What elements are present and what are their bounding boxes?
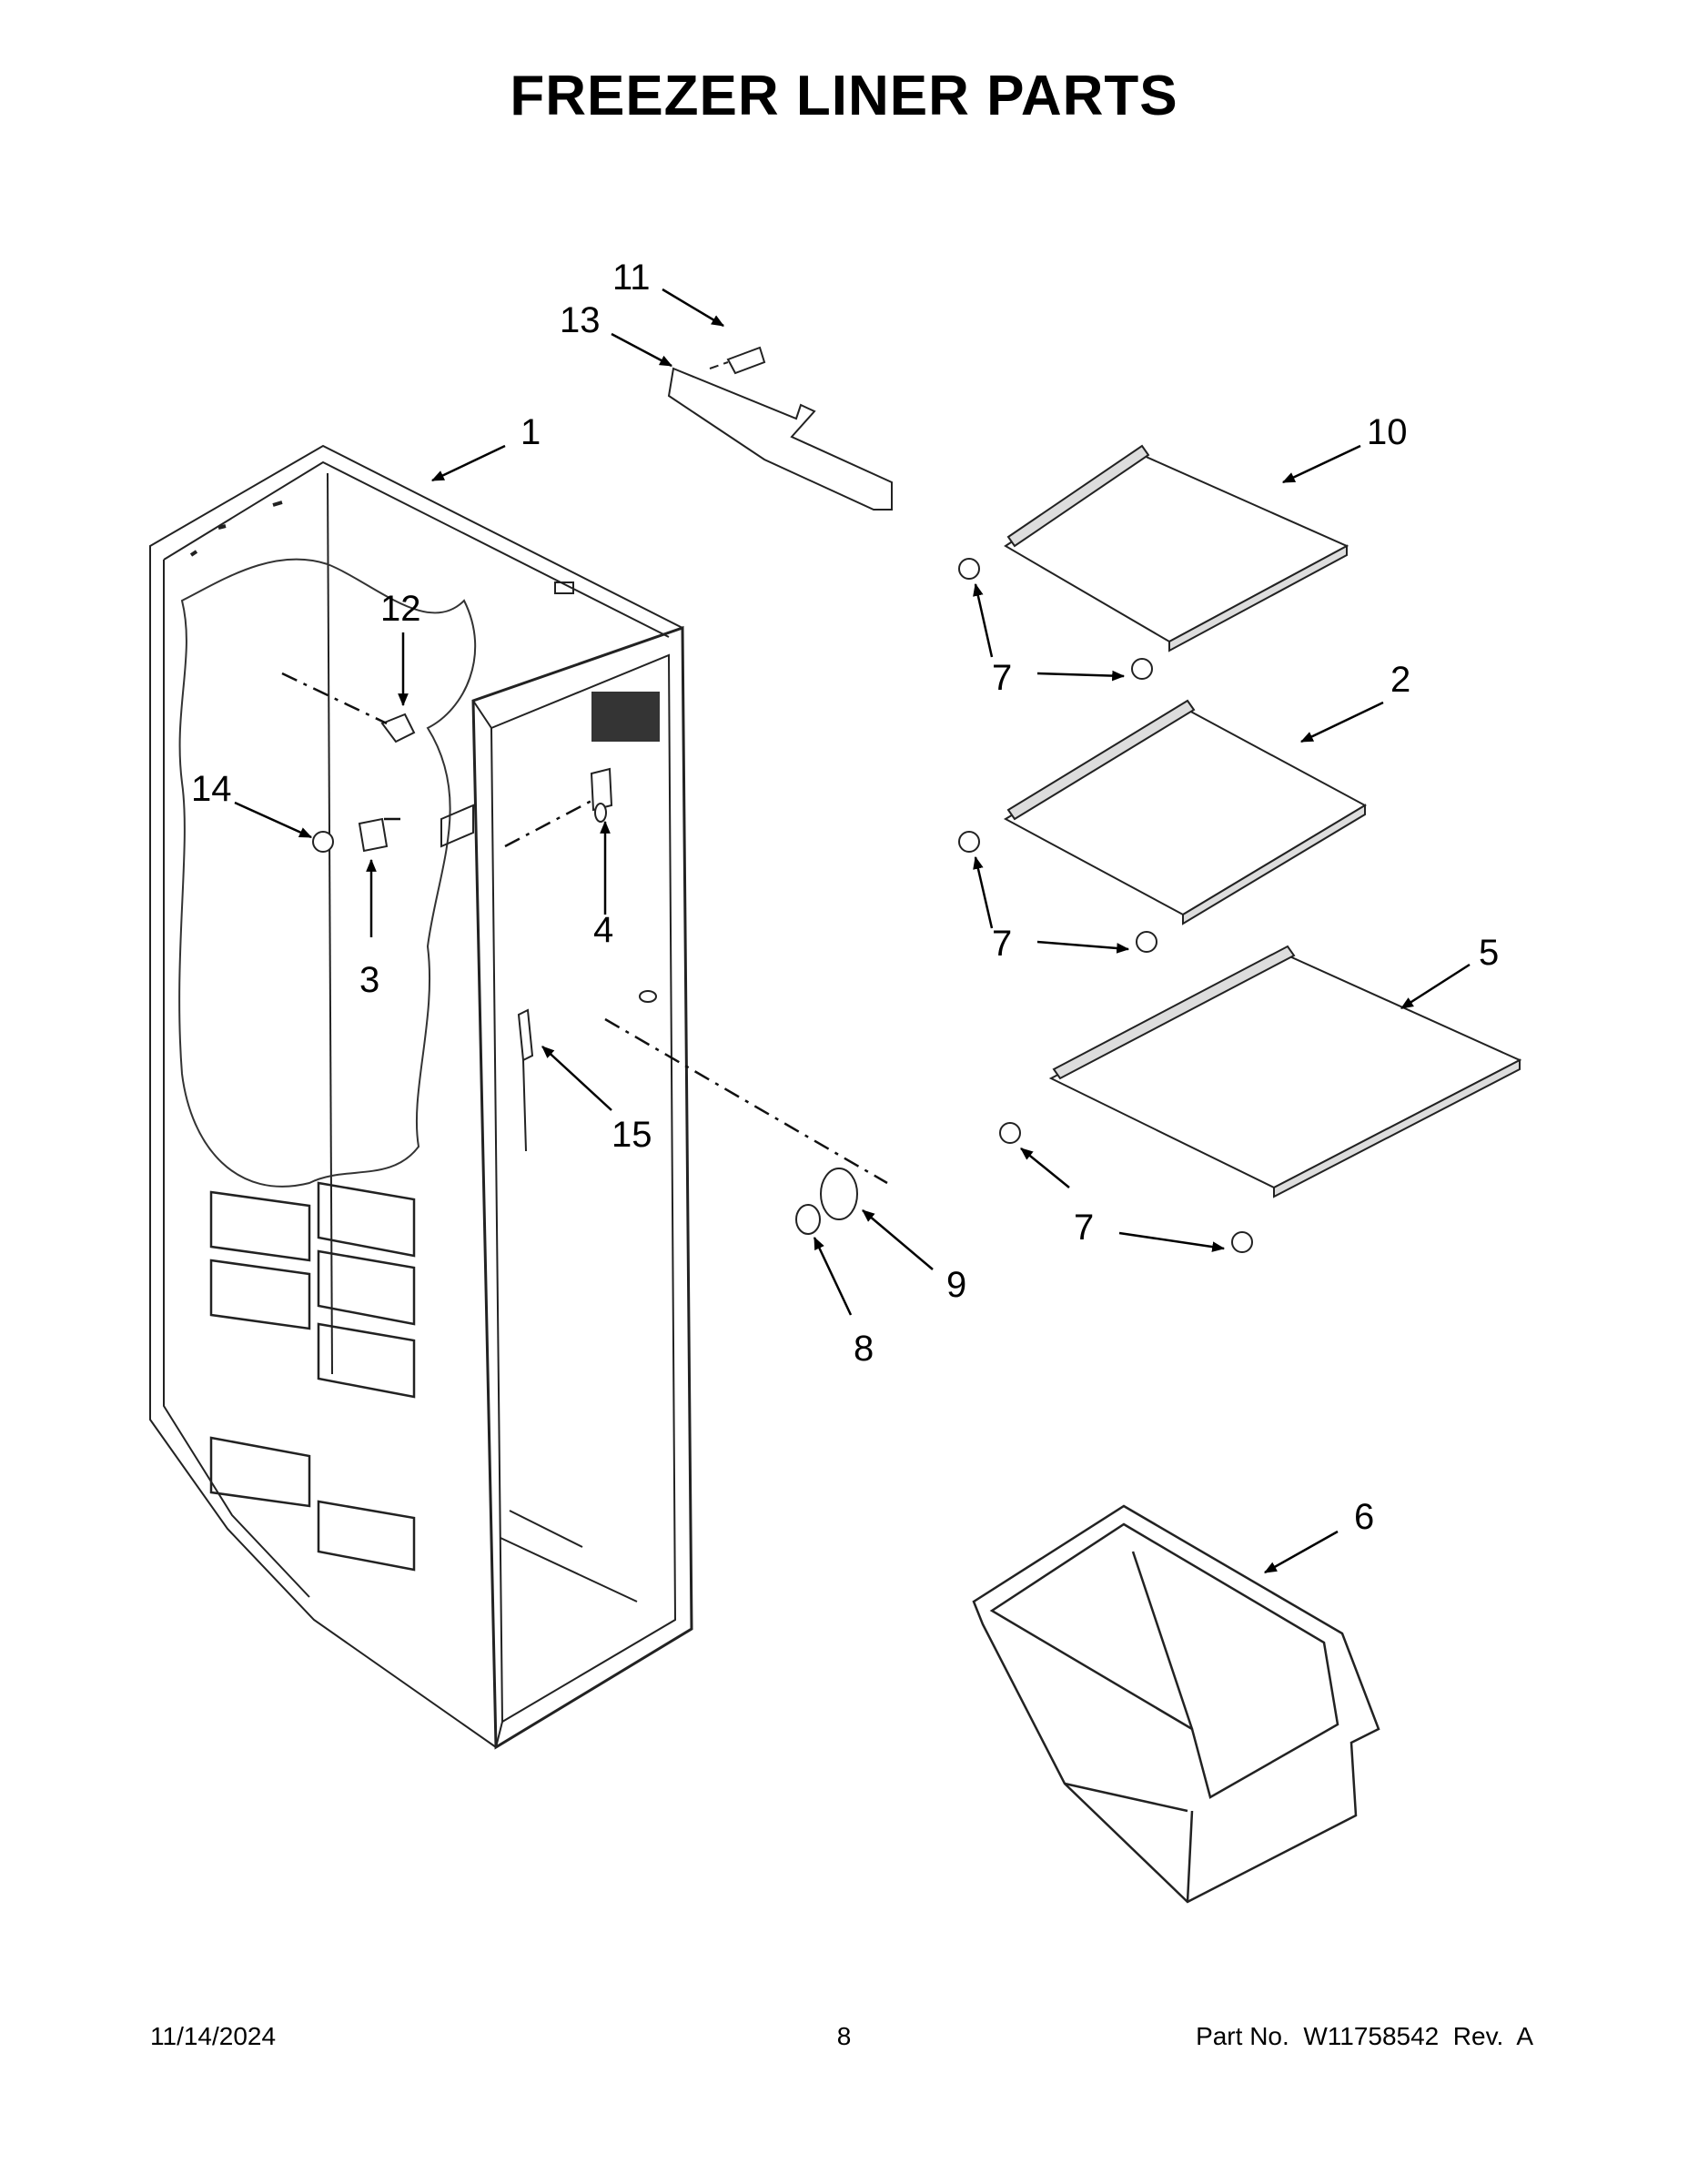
- callout-8: 8: [854, 1329, 874, 1369]
- part-8-screw: [795, 1204, 821, 1235]
- footer-date: 11/14/2024: [150, 2022, 277, 2050]
- callout-14: 14: [191, 769, 232, 809]
- callout-12: 12: [380, 589, 421, 629]
- callout-labels: 1 11 13 10 12 14 3 4 15 7 2 7 5 7 9 8 6: [191, 258, 1499, 1537]
- callout-7b: 7: [992, 924, 1012, 964]
- callout-13: 13: [560, 300, 601, 340]
- callout-4: 4: [593, 910, 613, 950]
- callout-3: 3: [359, 960, 379, 1000]
- callout-6: 6: [1354, 1497, 1374, 1537]
- small-parts: [312, 713, 858, 1235]
- callout-11: 11: [612, 258, 651, 298]
- footer-part-number: Part No. W11758542 Rev. A: [1196, 2022, 1533, 2050]
- shelves: [958, 444, 1522, 1253]
- part-9-seal: [820, 1168, 858, 1220]
- callout-5: 5: [1479, 933, 1499, 973]
- part-4-bracket: [590, 767, 613, 812]
- top-bracket: [667, 346, 893, 511]
- callout-10: 10: [1367, 412, 1408, 452]
- callout-arrows: [234, 288, 1471, 1574]
- part-14-screw: [312, 831, 334, 853]
- callout-9: 9: [946, 1265, 966, 1305]
- footer-page-number: 8: [836, 2022, 852, 2050]
- callout-1: 1: [521, 412, 541, 452]
- callout-15: 15: [612, 1115, 652, 1155]
- freezer-liner: [149, 444, 693, 1750]
- callout-2: 2: [1390, 660, 1410, 700]
- page-title: FREEZER LINER PARTS: [510, 65, 1178, 127]
- callout-7c: 7: [1074, 1208, 1094, 1248]
- part-15-sensor: [517, 1008, 534, 1152]
- part-12-clip: [380, 713, 416, 743]
- freezer-bin: [972, 1504, 1380, 1904]
- callout-7a: 7: [992, 658, 1012, 698]
- part-3-bracket: [358, 817, 389, 853]
